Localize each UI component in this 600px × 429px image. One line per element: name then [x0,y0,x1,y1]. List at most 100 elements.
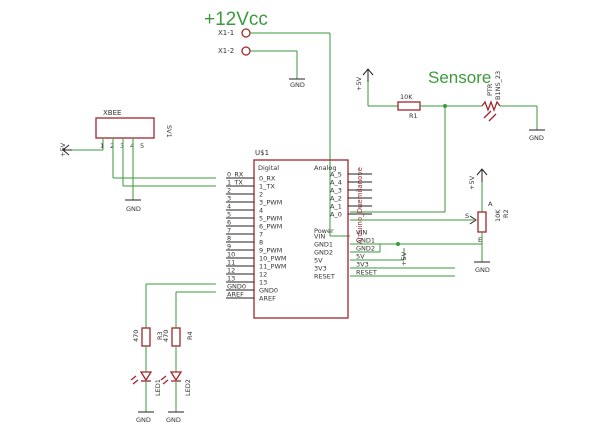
digital-pin-label-0: 0_RX [259,175,276,183]
digital-net-label-12: 12 [227,267,235,275]
digital-pin-label-1: 1_TX [259,183,275,191]
digital-pin-label-8: 8 [259,239,263,247]
xbee-pin-5: 5 [140,142,144,150]
digital-net-label-11: 11 [227,259,235,267]
xbee-pin-2: 2 [110,142,114,150]
digital-net-label-5: 5 [227,211,231,219]
sensor-divider: +5V 10K R1 PTR B1NS_23 GND [350,68,545,213]
led2-label: LED2 [184,379,192,396]
power-pin-label-4: 3V3 [314,265,327,273]
led1-label: LED1 [154,379,162,396]
p5v-label-r2: +5V [468,175,476,190]
digital-net-label-1: 1_TX [227,179,243,187]
digital-net-label-15: AREF [227,291,244,299]
digital-net-label-10: 10 [227,251,235,259]
power-net-label-1: GND1 [356,237,375,245]
r3-value: 470 [132,330,140,342]
digital-pin-label-7: 7 [259,231,263,239]
digital-pin-label-12: 12 [259,271,267,279]
r3-label: R3 [156,331,164,340]
power-pin-label-3: 5V [314,257,323,265]
pot-pin-s: S [465,212,469,220]
r4-label: R4 [186,331,194,340]
power-net-label-0: VIN [356,229,367,237]
digital-net-label-2: 2 [227,187,231,195]
sensor-label: Sensore [428,68,491,87]
power-pin-label-0: VIN [314,233,325,241]
analog-pin-label-2: A_3 [330,187,342,195]
power-pin-label-1: GND1 [314,241,333,249]
power-pin-label-2: GND2 [314,249,333,257]
sv1-label: SV1 [165,125,173,138]
digital-pin-label-3: 3_PWM [259,199,282,207]
digital-pin-label-6: 6_PWM [259,223,282,231]
power-net-label-4: 3V3 [356,261,369,269]
analog-pin-label-3: A_2 [330,195,342,203]
gnd-label: GND [136,416,151,424]
analog-pin-label-5: A_0 [330,211,342,219]
digital-pin-group: 0_RX0_RX1_TX1_TX223_PWM3445_PWM56_PWM677… [226,171,286,303]
arduino-body [253,159,349,319]
ptr-part: B1NS_23 [494,71,502,100]
led2-diode [169,371,183,382]
digital-net-label-8: 8 [227,235,231,243]
power-pin-label-5: RESET [314,273,335,281]
r2-potentiometer [477,211,487,233]
digital-net-label-14: GND0 [227,283,246,291]
x1-connector: X1-1 X1-2 GND [218,28,350,237]
gnd-label: GND [290,81,305,89]
digital-pin-label-2: 2 [259,191,263,199]
digital-pin-label-10: 10_PWM [259,255,286,263]
xbee-pin-1: 1 [100,142,104,150]
analog-pin-label-4: A_1 [330,203,342,211]
analog-header: Analog [314,164,336,172]
r4-value: 470 [162,330,170,342]
digital-net-label-9: 9 [227,243,231,251]
pot-pin-a: A [488,200,493,208]
power-net-label-3: 5V [356,253,365,261]
analog-pin-label-1: A_4 [330,179,342,187]
digital-pin-label-5: 5_PWM [259,215,282,223]
x1-2-label: X1-2 [218,47,234,55]
digital-pin-label-14: GND0 [259,287,278,295]
digital-pin-label-4: 4 [259,207,263,215]
r1-label: R1 [409,112,418,120]
u1-label: U$1 [255,149,269,157]
gnd-label: GND [126,205,141,213]
arduino-power-wiring: +5V [350,242,482,277]
r1-value: 10K [400,93,413,101]
led1-diode [139,371,153,382]
digital-net-label-4: 4 [227,203,231,211]
led-circuit: 470 R3 470 R4 LED1 LED2 GND GND [130,283,216,424]
r2-label: R2 [502,209,510,218]
digital-net-label-6: 6 [227,219,231,227]
vcc-12v-label: +12Vcc [204,9,268,30]
digital-net-label-0: 0_RX [227,171,244,179]
potentiometer: +5V A S 10K R2 E GND [350,168,510,274]
x1-2-terminal [241,46,251,56]
digital-pin-label-11: 11_PWM [259,263,286,271]
digital-pin-label-15: AREF [259,295,276,303]
p5v-label-xbee: +5V [59,142,67,157]
p5v-label-5v: +5V [400,251,408,266]
arduino-board: U$1 Digital Analog Power Arduino_Duemila… [226,149,377,319]
digital-net-label-7: 7 [227,227,231,235]
xbee-pin-4: 4 [130,142,134,150]
r3-resistor [141,327,151,347]
digital-net-label-13: 13 [227,275,235,283]
photoresistor [481,100,501,112]
power-header: Power [314,227,334,235]
xbee-label: XBEE [103,109,121,117]
r4-resistor [171,327,181,347]
power-net-label-2: GND2 [356,245,375,253]
ptr-label: PTR [486,83,494,96]
gnd-label: GND [166,416,181,424]
x1-1-terminal [241,28,251,38]
xbee-header-body [95,117,155,139]
p5v-label-r1: +5V [355,76,363,91]
digital-net-label-3: 3 [227,195,231,203]
r1-resistor [397,101,421,111]
power-net-label-5: RESET [356,269,377,277]
